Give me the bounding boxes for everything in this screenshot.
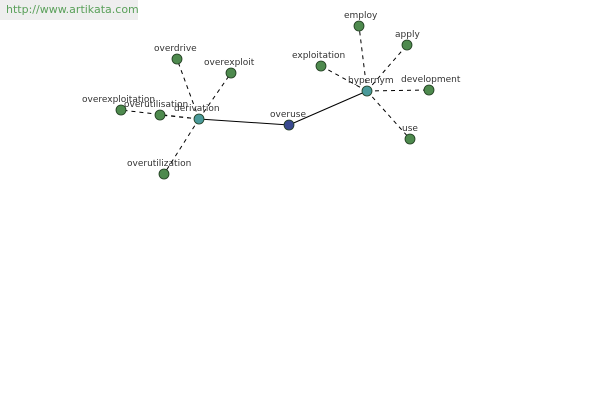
node-overutilisation[interactable]: [154, 109, 166, 121]
edge-derivation-overuse: [198, 118, 290, 126]
edge-hypernym-employ: [358, 25, 368, 92]
node-label-exploitation[interactable]: exploitation: [292, 51, 345, 61]
edge-derivation-overexploitation: [120, 109, 200, 120]
node-use[interactable]: [404, 133, 416, 145]
nodes-layer: [115, 20, 435, 180]
edge-hypernym-development: [366, 89, 430, 92]
node-overutilization[interactable]: [158, 168, 170, 180]
node-label-hypernym[interactable]: hypernym: [348, 76, 394, 86]
edge-derivation-overdrive: [176, 58, 200, 120]
node-overdrive[interactable]: [171, 53, 183, 65]
node-label-overexploit[interactable]: overexploit: [204, 58, 255, 68]
edge-derivation-overutilization: [163, 118, 200, 175]
node-employ[interactable]: [353, 20, 365, 32]
labels-layer: overuse derivation hypernym overdrive overex…: [82, 11, 461, 169]
node-overexploit[interactable]: [225, 67, 237, 79]
node-overexploitation[interactable]: [115, 104, 127, 116]
node-label-apply[interactable]: apply: [395, 30, 420, 40]
edge-hypernym-exploitation: [320, 65, 368, 92]
node-label-development[interactable]: development: [401, 75, 461, 85]
edge-derivation-overexploit: [198, 72, 232, 120]
node-apply[interactable]: [401, 39, 413, 51]
edge-hypernym-apply: [366, 44, 408, 92]
node-exploitation[interactable]: [315, 60, 327, 72]
node-label-overutilization[interactable]: overutilization: [127, 159, 191, 169]
node-hypernym[interactable]: [361, 85, 373, 97]
edges-layer: [120, 25, 430, 175]
edge-hypernym-use: [366, 90, 411, 140]
node-overuse[interactable]: [283, 119, 295, 131]
node-label-overdrive[interactable]: overdrive: [154, 44, 197, 54]
node-development[interactable]: [423, 84, 435, 96]
edge-derivation-overutilisation: [159, 114, 200, 120]
node-label-overutilisation[interactable]: overutilisation: [124, 100, 188, 110]
node-derivation[interactable]: [193, 113, 205, 125]
node-label-overexploitation[interactable]: overexploitation: [82, 95, 155, 105]
node-label-use[interactable]: use: [402, 124, 418, 134]
edge-overuse-hypernym: [288, 90, 368, 126]
node-label-employ[interactable]: employ: [344, 11, 378, 21]
watermark-url[interactable]: http://www.artikata.com: [0, 0, 139, 20]
node-label-overuse[interactable]: overuse: [270, 110, 306, 120]
node-label-derivation[interactable]: derivation: [174, 104, 220, 114]
